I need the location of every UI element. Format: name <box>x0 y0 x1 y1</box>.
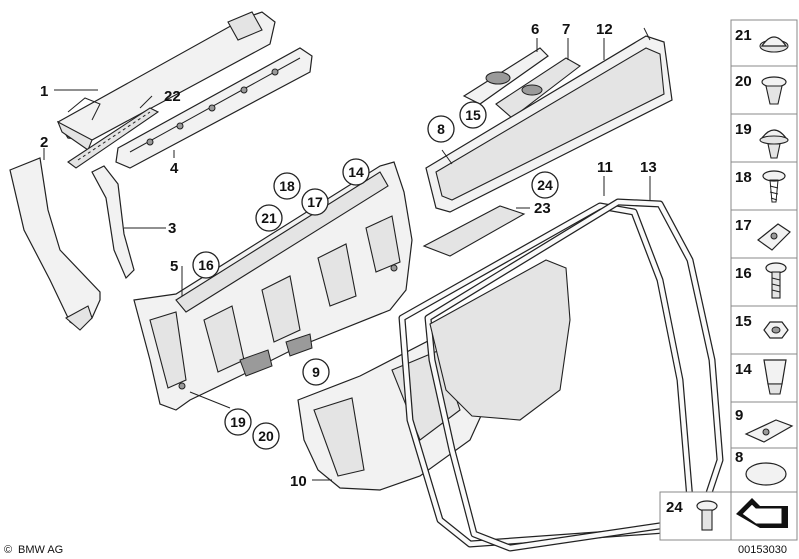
callout-circle-8: 8 <box>427 115 455 143</box>
callout-circle-14: 14 <box>342 158 370 186</box>
side-item-20: 20 <box>730 65 798 115</box>
callout-10: 10 <box>290 473 307 490</box>
side-label-15: 15 <box>735 313 752 330</box>
part-12-plate-trim <box>425 27 673 213</box>
side-label-24: 24 <box>666 499 683 516</box>
expanding-nut-icon <box>763 359 787 395</box>
side-label-17: 17 <box>735 217 752 234</box>
svg-text:8: 8 <box>437 121 445 137</box>
svg-text:19: 19 <box>230 414 246 430</box>
round-plug-icon <box>745 462 787 486</box>
expanding-clip-icon <box>761 76 787 105</box>
side-item-17: 17 <box>730 209 798 259</box>
callout-circle-17: 17 <box>301 188 329 216</box>
leader-lines <box>43 38 651 481</box>
callout-1: 1 <box>40 83 48 100</box>
hex-nut-icon <box>763 321 789 339</box>
callout-3: 3 <box>168 220 176 237</box>
callout-23: 23 <box>534 200 551 217</box>
callout-circle-20: 20 <box>252 422 280 450</box>
direction-arrow-icon <box>736 498 788 528</box>
footer: © BMW AG 00153030 <box>4 544 787 556</box>
callout-22: 22 <box>164 88 181 105</box>
callout-12: 12 <box>596 21 613 38</box>
part-3-frame-trim <box>91 165 135 280</box>
pin-icon <box>696 500 718 531</box>
svg-text:20: 20 <box>258 428 274 444</box>
part-7-handle <box>495 57 581 119</box>
side-item-18: 18 <box>730 161 798 211</box>
callout-circle-15: 15 <box>459 101 487 129</box>
circled-callouts: 18 17 21 14 16 9 19 20 <box>192 101 559 450</box>
side-label-16: 16 <box>735 265 752 282</box>
svg-text:15: 15 <box>465 107 481 123</box>
part-23-pad <box>422 205 526 257</box>
callout-circle-19: 19 <box>224 408 252 436</box>
svg-text:9: 9 <box>312 364 320 380</box>
small-parts-panel: 21 20 19 18 <box>730 19 798 493</box>
part-1-upper-trim <box>56 11 276 151</box>
side-label-9: 9 <box>735 407 743 424</box>
side-item-19: 19 <box>730 113 798 163</box>
side-item-8: 8 <box>730 447 798 493</box>
callout-circle-16: 16 <box>192 251 220 279</box>
copyright-symbol: © <box>4 544 12 556</box>
callout-circle-24: 24 <box>531 171 559 199</box>
svg-text:18: 18 <box>279 178 295 194</box>
side-label-14: 14 <box>735 361 752 378</box>
side-item-15: 15 <box>730 305 798 355</box>
plug-cap-icon <box>759 36 789 53</box>
side-label-19: 19 <box>735 121 752 138</box>
side-label-8: 8 <box>735 449 743 466</box>
svg-text:21: 21 <box>261 210 277 226</box>
brand-label: BMW AG <box>18 544 63 556</box>
side-item-9: 9 <box>730 401 798 449</box>
side-label-20: 20 <box>735 73 752 90</box>
part-13-seal <box>424 198 724 552</box>
drawing-number: 00153030 <box>738 544 787 556</box>
screw-icon <box>762 170 786 203</box>
retaining-clip-icon <box>744 419 794 443</box>
svg-text:17: 17 <box>307 194 323 210</box>
callout-labels: 1 22 2 4 3 5 6 7 12 11 13 23 10 <box>40 21 657 490</box>
bottom-part-box: 24 <box>659 491 798 541</box>
svg-text:24: 24 <box>537 177 553 193</box>
callout-circle-9: 9 <box>302 358 330 386</box>
bolt-icon <box>765 262 787 299</box>
callout-11: 11 <box>597 159 613 176</box>
part-22-bracket <box>67 107 160 169</box>
side-item-14: 14 <box>730 353 798 403</box>
callout-circle-18: 18 <box>273 172 301 200</box>
callout-2: 2 <box>40 134 48 151</box>
side-label-21: 21 <box>735 27 752 44</box>
part-6-handle-cover <box>462 47 549 105</box>
push-clip-icon <box>759 129 789 159</box>
clip-nut-icon <box>757 223 791 251</box>
side-item-21: 21 <box>730 19 798 67</box>
callout-5: 5 <box>170 258 178 275</box>
side-label-18: 18 <box>735 169 752 186</box>
part-4-rail <box>115 47 313 169</box>
callout-7: 7 <box>562 21 570 38</box>
inner-door-panel <box>429 259 571 421</box>
side-item-16: 16 <box>730 257 798 307</box>
svg-text:14: 14 <box>348 164 364 180</box>
part-5-inner-panel <box>133 161 413 411</box>
callout-13: 13 <box>640 159 657 176</box>
part-2-pillar-trim <box>9 157 101 331</box>
callout-circle-21: 21 <box>255 204 283 232</box>
callout-6: 6 <box>531 21 539 38</box>
svg-text:16: 16 <box>198 257 214 273</box>
callout-4: 4 <box>170 160 179 177</box>
